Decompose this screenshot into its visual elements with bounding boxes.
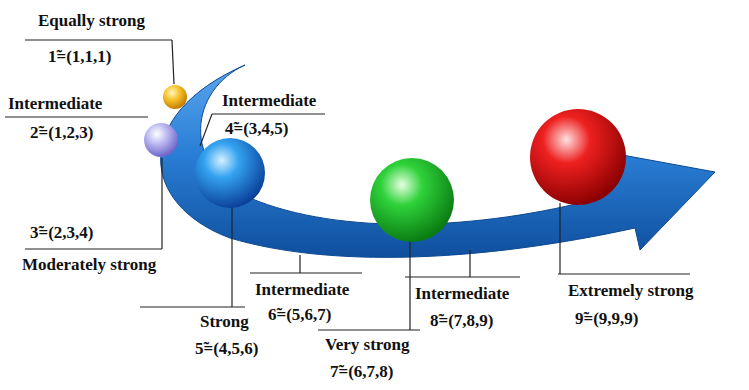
scale-label: Equally strong — [38, 10, 145, 32]
scale-value: 3̃=(2,3,4) — [30, 222, 94, 244]
scale-value: 7̃=(6,7,8) — [330, 361, 394, 383]
scale-label: Very strong — [325, 334, 410, 356]
scale-label: Intermediate — [255, 279, 349, 301]
scale-label: Intermediate — [8, 93, 102, 115]
blue-sphere — [195, 138, 265, 208]
scale-value: 5̃=(4,5,6) — [195, 338, 259, 360]
scale-value: 2̃=(1,2,3) — [30, 122, 94, 144]
scale-label: Moderately strong — [22, 254, 156, 276]
scale-label: Intermediate — [222, 90, 316, 112]
scale-value: 9̃=(9,9,9) — [575, 308, 639, 330]
green-sphere — [370, 158, 454, 242]
scale-label: Strong — [200, 311, 249, 333]
scale-value: 1̃=(1,1,1) — [48, 46, 112, 68]
scale-value: 6̃=(5,6,7) — [268, 304, 332, 326]
scale-label: Extremely strong — [568, 280, 693, 302]
scale-value: 8̃=(7,8,9) — [430, 310, 494, 332]
lavender-sphere — [144, 123, 178, 157]
scale-label: Intermediate — [415, 283, 509, 305]
yellow-sphere — [163, 85, 187, 109]
curved-arrow — [161, 65, 715, 257]
red-sphere — [530, 109, 626, 205]
scale-value: 4̃=(3,4,5) — [225, 118, 289, 140]
